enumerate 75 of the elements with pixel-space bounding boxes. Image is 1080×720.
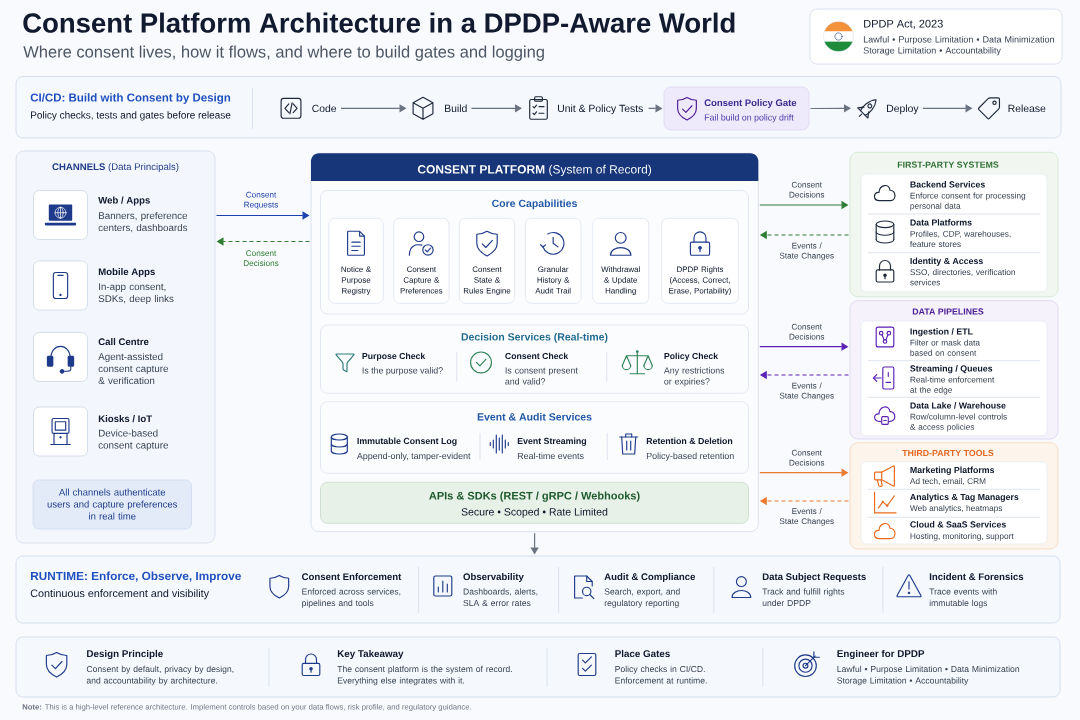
item-description: Real-time events — [517, 452, 584, 460]
item-title: Call Centre — [98, 338, 149, 346]
item-description: Is the purpose valid? — [362, 367, 443, 376]
item-description: SSO, directories, verification services — [910, 269, 1015, 286]
item-title: Audit & Compliance — [604, 573, 696, 582]
item-title: Place Gates — [615, 649, 670, 658]
item-title: Purpose Check — [362, 352, 426, 361]
gate-box: Consent Policy Gate Fail build on policy drift — [663, 86, 810, 131]
item-description: Is consent present and valid? — [505, 367, 578, 385]
item-description: Real-time enforcement at the edge — [910, 376, 995, 395]
item-description: Policy checks in CI/CD. Enforcement at runtime. — [615, 665, 707, 684]
item-title: Kiosks / IoT — [98, 415, 152, 423]
item-description: Row/column-level controls & access policies — [910, 413, 1007, 432]
item-title: Engineer for DPDP — [837, 649, 925, 660]
item-description: In-app consent, SDKs, deep links — [98, 283, 174, 305]
item-title: Policy Check — [664, 352, 719, 361]
note-box: All channels authenticate users and capture preferences in real time — [32, 479, 192, 530]
item-description: Policy-based retention — [646, 452, 734, 461]
item-title: Data Lake / Warehouse — [910, 402, 1006, 409]
edge-label: Consent Decisions — [789, 449, 825, 466]
item-description: The consent platform is the system of record. Everything else integrates with it. — [337, 665, 512, 686]
item-title: Design Principle — [87, 649, 163, 660]
item-description: Filter or mask data based on consent — [910, 339, 980, 356]
item-description: Web analytics, heatmaps — [909, 505, 1003, 513]
api-bar: APIs & SDKs (REST / gRPC / Webhooks) Secure • Scoped • Rate Limited — [320, 481, 749, 524]
item-description: Device-based consent capture — [98, 429, 169, 451]
item-title: Analytics & Tag Managers — [910, 493, 1019, 502]
item-title: Identity & Access — [910, 257, 983, 266]
item-title: Key Takeaway — [337, 649, 404, 660]
item-title: Event Streaming — [517, 437, 587, 446]
step-label: Build — [445, 104, 467, 113]
item-title: Consent Check — [505, 352, 569, 360]
edge-label: Events / State Changes — [779, 508, 834, 526]
item-title: Streaming / Queues — [910, 365, 993, 374]
item-title: Ingestion / ETL — [910, 328, 973, 337]
item-title: Cloud & SaaS Services — [910, 521, 1006, 528]
edge-label: Consent Decisions — [243, 250, 279, 267]
item-title: Mobile Apps — [98, 268, 155, 277]
edge-label: Events / State Changes — [779, 242, 834, 261]
edge-label: Events / State Changes — [779, 382, 834, 401]
item-description: Enforce consent for processing personal data — [910, 192, 1026, 211]
item-description: Dashboards, alerts, SLA & error rates — [463, 588, 538, 607]
item-title: Retention & Deletion — [646, 437, 733, 445]
item-description: Ad tech, email, CRM — [909, 478, 986, 486]
item-title: Data Platforms — [910, 219, 972, 226]
edge-label: Consent Decisions — [789, 323, 825, 340]
info-card: DPDP Act, 2023 Lawful • Purpose Limitation • Data Minimization Storage Limitation • Accountability — [809, 8, 1063, 65]
item-title: Web / Apps — [98, 196, 150, 206]
item-description: Track and fulfill rights under DPDP — [762, 588, 845, 607]
step-label: Unit & Policy Tests — [558, 104, 643, 115]
item-description: Trace events with immutable logs — [929, 588, 997, 608]
item-title: Data Subject Requests — [762, 573, 866, 582]
title: Consent Platform Architecture in a DPDP-Aware World — [23, 12, 735, 33]
item-description: Hosting, monitoring, support — [910, 533, 1014, 541]
item-description: Profiles, CDP, warehouses, feature stores — [910, 230, 1011, 248]
item-description: Lawful • Purpose Limitation • Data Minimization Storage Limitation • Accountability — [837, 665, 1020, 686]
item-description: Search, export, and regulatory reporting — [604, 588, 680, 608]
item-title: Immutable Consent Log — [357, 437, 457, 446]
item-description: Banners, preference centers, dashboards — [98, 211, 188, 233]
item-title: Incident & Forensics — [929, 573, 1024, 581]
edge-label: Consent Requests — [244, 191, 279, 210]
item-title: Observability — [463, 573, 524, 582]
item-description: Append-only, tamper-evident — [356, 452, 471, 461]
item-description: Enforced across services, pipelines and tools — [302, 588, 401, 608]
item-title: Marketing Platforms — [910, 466, 995, 475]
item-description: Agent-assisted consent capture & verification — [98, 352, 169, 385]
step-label: Deploy — [887, 104, 919, 115]
step-label: Code — [312, 104, 337, 113]
item-description: Any restrictions or expiries? — [663, 367, 725, 387]
item-description: Consent by default, privacy by design, and accountability by architecture. — [86, 665, 234, 686]
item-title: Consent Enforcement — [302, 573, 402, 581]
step-label: Release — [1008, 104, 1046, 113]
edge-label: Consent Decisions — [789, 181, 825, 198]
subtitle: Where consent lives, how it flows, and where to build gates and logging — [23, 45, 544, 61]
item-title: Backend Services — [910, 181, 985, 188]
